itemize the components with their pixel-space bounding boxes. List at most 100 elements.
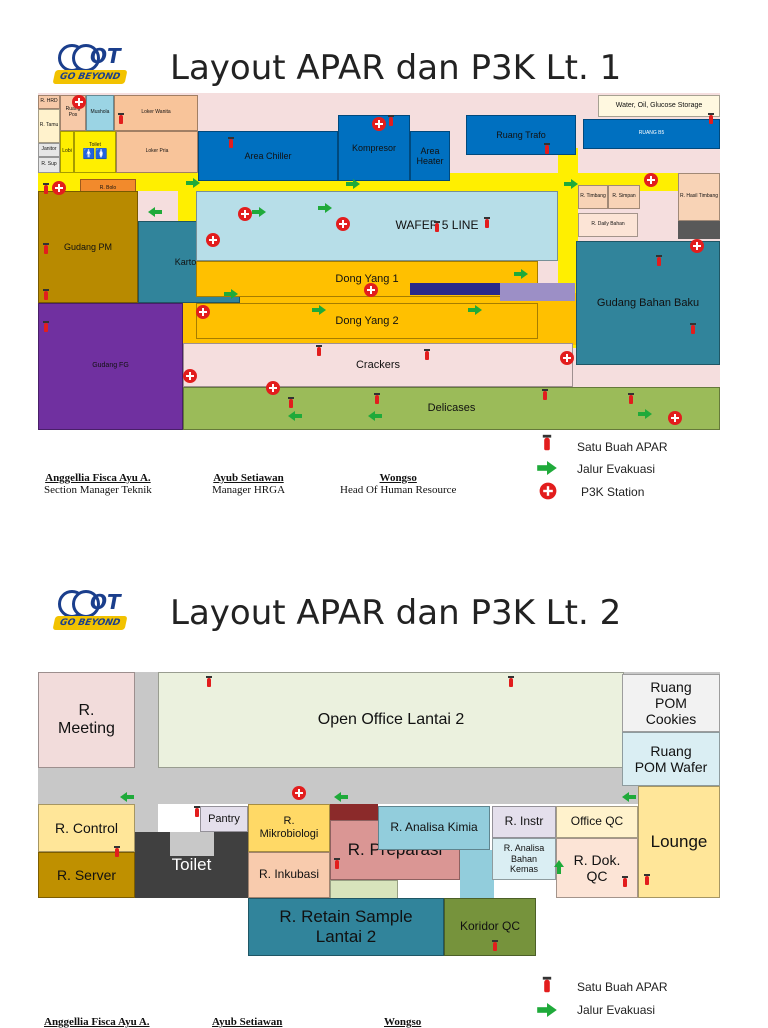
room-r-sup: R. Sup <box>38 157 60 173</box>
room-r-instr: R. Instr <box>492 806 556 838</box>
page-title-floor1: Layout APAR dan P3K Lt. 1 <box>170 48 622 88</box>
page-title-floor2: Layout APAR dan P3K Lt. 2 <box>170 593 622 633</box>
toilet-icon: 🚹🚺 <box>82 149 108 161</box>
fire-extinguisher-icon <box>622 876 628 887</box>
room-r-analisa-kimia: R. Analisa Kimia <box>378 806 490 850</box>
room-r-tamu: R. Tamu <box>38 109 60 143</box>
fire-extinguisher-icon <box>228 137 234 148</box>
room-janitor: Janitor <box>38 143 60 157</box>
company-logo: OT GO BEYOND <box>52 588 130 632</box>
legend-p3k: P3K Station <box>581 485 645 499</box>
p3k-station-icon <box>644 173 658 187</box>
signatory-role: Section Manager Teknik <box>44 484 152 496</box>
evacuation-arrow-icon <box>554 860 564 874</box>
room-r-meeting: R. Meeting <box>38 672 135 768</box>
room-r-analisa-bahan: R. Analisa Bahan Kemas <box>492 838 556 880</box>
room-toilet-label: Toilet <box>89 142 101 149</box>
room-toilet: Toilet 🚹🚺 <box>74 131 116 173</box>
evacuation-arrow-icon <box>537 1003 557 1017</box>
p3k-station-icon <box>372 117 386 131</box>
fire-extinguisher-icon <box>656 255 662 266</box>
evacuation-arrow-icon <box>334 792 348 802</box>
p3k-station-icon <box>668 411 682 425</box>
p3k-station-icon <box>183 369 197 383</box>
evacuation-arrow-icon <box>368 411 382 421</box>
evacuation-arrow-icon <box>224 289 238 299</box>
room-ruang-trafo: Ruang Trafo <box>466 115 576 155</box>
p3k-station-icon <box>72 95 86 109</box>
room-r-control: R. Control <box>38 804 135 852</box>
room-crackers: Crackers <box>183 343 573 387</box>
legend-apar: Satu Buah APAR <box>577 980 668 994</box>
evacuation-arrow-icon <box>120 792 134 802</box>
legend-jalur: Jalur Evakuasi <box>577 462 656 476</box>
p3k-station-icon <box>364 283 378 297</box>
room-dong-yang-2: Dong Yang 2 <box>196 303 538 339</box>
room-r-retain: R. Retain Sample Lantai 2 <box>248 898 444 956</box>
signature-block: Wongso Head Of Human Resource <box>340 472 456 496</box>
room-pantry: Pantry <box>200 806 248 832</box>
signatory-role: Manager HRGA <box>212 484 286 496</box>
fire-extinguisher-icon <box>374 393 380 404</box>
fire-extinguisher-icon <box>434 221 440 232</box>
signatory-role: Head Of Human Resource <box>340 484 457 496</box>
fire-extinguisher-icon <box>690 323 696 334</box>
p3k-station-icon <box>690 239 704 253</box>
room-gudang-fg: Gudang FG <box>38 303 183 430</box>
room-water-storage: Water, Oil, Glucose Storage <box>598 95 720 117</box>
fire-extinguisher-icon <box>628 393 634 404</box>
small-rooms-strip <box>410 283 500 295</box>
legend-apar: Satu Buah APAR <box>577 440 668 454</box>
fire-extinguisher-icon <box>424 349 430 360</box>
room-r-daily-bahan: R. Daily Bahan <box>578 213 638 237</box>
signature-block: Anggellia Fisca Ayu A. Section Manager T… <box>44 472 152 496</box>
room-open-office: Open Office Lantai 2 <box>158 672 624 768</box>
fire-extinguisher-icon <box>542 976 552 993</box>
room-r-hasil-timbang: R. Hasil Timbang <box>678 173 720 221</box>
legend-jalur: Jalur Evakuasi <box>577 1003 656 1017</box>
room-koridor-qc: Koridor QC <box>444 898 536 956</box>
p3k-station-icon <box>539 482 557 500</box>
signatory-name: Anggellia Fisca Ayu A. <box>44 1016 150 1028</box>
room-office-qc: Office QC <box>556 806 638 838</box>
room-pom-cookies: Ruang POM Cookies <box>622 674 720 732</box>
p3k-station-icon <box>292 786 306 800</box>
room-lounge: Lounge <box>638 786 720 898</box>
fire-extinguisher-icon <box>388 115 394 126</box>
room-r-timbang: R. Timbang <box>578 185 608 209</box>
room-gudang-bahan-baku: Gudang Bahan Baku <box>576 241 720 365</box>
fire-extinguisher-icon <box>334 858 340 869</box>
room-r-server: R. Server <box>38 852 135 898</box>
room-pom-wafer: Ruang POM Wafer <box>622 732 720 786</box>
fire-extinguisher-icon <box>194 806 200 817</box>
room-r-dok-qc: R. Dok. QC <box>556 838 638 898</box>
room-area-heater: Area Heater <box>410 131 450 181</box>
floor2-map: R. Meeting Open Office Lantai 2 Ruang PO… <box>38 672 720 957</box>
signatory-name: Ayub Setiawan <box>213 472 284 484</box>
room-mushola: Mushola <box>86 95 114 131</box>
room-r-inkubasi: R. Inkubasi <box>248 852 330 898</box>
room-loker-wanita: Loker Wanita <box>114 95 198 131</box>
p3k-station-icon <box>206 233 220 247</box>
signature-block: Ayub Setiawan <box>212 1016 282 1028</box>
fire-extinguisher-icon <box>316 345 322 356</box>
evacuation-arrow-icon <box>288 411 302 421</box>
room-r-simpan: R. Simpan <box>608 185 640 209</box>
signature-block: Ayub Setiawan Manager HRGA <box>212 472 285 496</box>
room-r-hrd: R. HRD <box>38 95 60 109</box>
fire-extinguisher-icon <box>43 243 49 254</box>
p3k-station-icon <box>266 381 280 395</box>
evacuation-arrow-icon <box>312 305 326 315</box>
signatory-name: Anggellia Fisca Ayu A. <box>45 472 151 484</box>
room-area-chiller: Area Chiller <box>198 131 338 181</box>
fire-extinguisher-icon <box>288 397 294 408</box>
evacuation-arrow-icon <box>622 792 636 802</box>
room-lobi: Lobi <box>60 131 74 173</box>
fire-extinguisher-icon <box>708 113 714 124</box>
fire-extinguisher-icon <box>644 874 650 885</box>
floor1-map: R. HRD Ruang Pos Mushola Loker Wanita R.… <box>38 93 720 430</box>
p3k-station-icon <box>336 217 350 231</box>
fire-extinguisher-icon <box>43 321 49 332</box>
fire-extinguisher-icon <box>492 940 498 951</box>
fire-extinguisher-icon <box>542 434 552 451</box>
